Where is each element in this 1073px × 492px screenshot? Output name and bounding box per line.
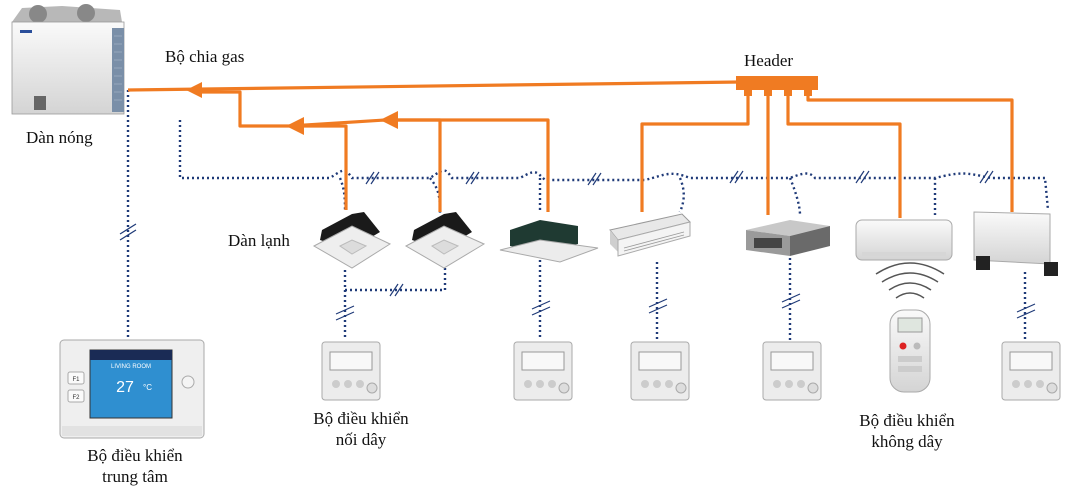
wired-remote-1-icon [321, 341, 381, 401]
label-indoor-units: Dàn lạnh [228, 231, 290, 250]
wired-remote-2-icon [513, 341, 573, 401]
label-wireless-controller-line-2: không dây [871, 432, 943, 451]
wired-remote-3-icon [630, 341, 690, 401]
central-screen-unit: °C [143, 383, 152, 392]
label-outdoor-unit: Dàn nóng [26, 128, 93, 147]
outdoor-unit-icon [11, 4, 125, 115]
wall-mounted-unit-icon [855, 219, 953, 261]
wired-remote-4-icon [762, 341, 822, 401]
label-wired-controller: Bộ điều khiển nối dây [296, 408, 426, 450]
label-central-controller-line-2: trung tâm [102, 467, 168, 486]
cassette-1way-unit-icon [499, 220, 599, 263]
header-manifold [736, 76, 818, 96]
refrigerant-piping [127, 80, 1014, 218]
label-wireless-controller: Bộ điều khiển không dây [842, 410, 972, 452]
central-button-f2: F2 [72, 395, 80, 401]
central-button-f1: F1 [72, 377, 80, 383]
central-controller-icon [59, 339, 205, 439]
label-gas-splitter: Bộ chia gas [165, 47, 245, 66]
floor-standing-unit-icon [973, 211, 1058, 276]
central-screen-temperature: 27 [116, 379, 134, 396]
ceiling-suspended-unit-icon [609, 213, 691, 257]
label-header: Header [744, 51, 794, 70]
wire-break-markers [119, 170, 1036, 321]
control-wiring [126, 90, 1050, 340]
wired-remote-5-icon [1001, 341, 1061, 401]
cassette-unit-1-icon [312, 212, 392, 269]
label-wired-controller-line-1: Bộ điều khiển [313, 409, 409, 428]
wireless-signal-icon [875, 262, 945, 299]
cassette-unit-2-icon [404, 212, 486, 269]
gas-splitters [186, 82, 398, 135]
central-screen-title: LIVING ROOM [111, 364, 151, 370]
wireless-remote-icon [889, 309, 931, 393]
label-wireless-controller-line-1: Bộ điều khiển [859, 411, 955, 430]
ducted-unit-icon [746, 220, 830, 256]
label-central-controller: Bộ điều khiển trung tâm [70, 445, 200, 487]
label-wired-controller-line-2: nối dây [335, 430, 387, 449]
label-central-controller-line-1: Bộ điều khiển [87, 446, 183, 465]
